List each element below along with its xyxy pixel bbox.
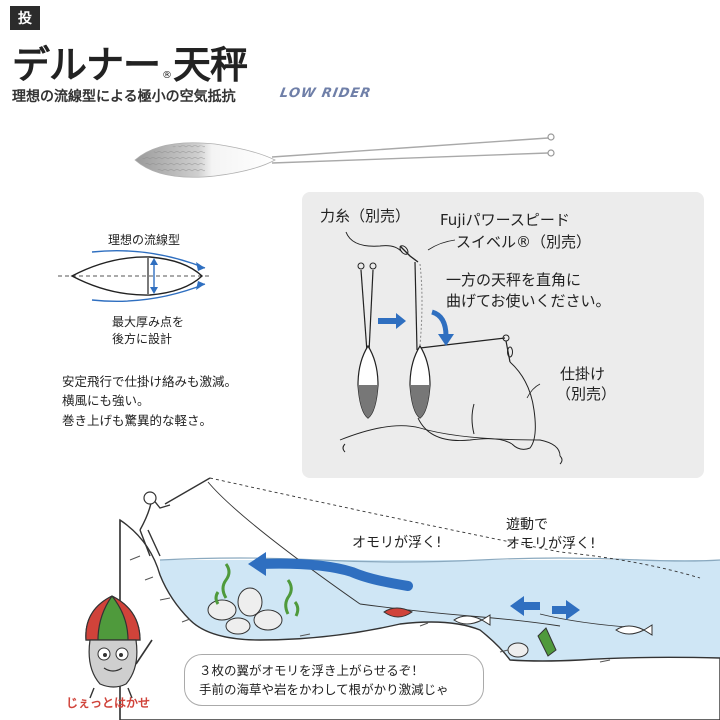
swivel-label-2: スイベル®（別売） [456, 233, 592, 251]
bubble-line-2: 手前の海草や岩をかわして根がかり激減じゃ [199, 682, 449, 698]
swivel-label-1: Fujiパワースピード [440, 211, 570, 229]
float-label: オモリが浮く! [352, 535, 442, 551]
character-name: じぇっとはかせ [66, 696, 151, 710]
instruction-label-2: 曲げてお使いください。 [446, 292, 611, 310]
rikiito-label: 力糸（別売） [320, 207, 411, 225]
product-title: デルナー®天秤 [12, 34, 248, 89]
registered-mark: ® [162, 70, 172, 81]
jet-hakase-character [85, 595, 153, 699]
desc-line-3: 巻き上げも驚異的な軽さ。 [62, 412, 213, 428]
thickness-label-1: 最大厚み点を [112, 315, 185, 329]
product-sinker-image [134, 133, 555, 178]
title-sub: 天秤 [173, 43, 248, 87]
product-subtitle: 理想の流線型による極小の空気抵抗 [12, 89, 236, 105]
desc-line-2: 横風にも強い。 [62, 393, 150, 409]
streamline-label: 理想の流線型 [108, 233, 181, 247]
rig-illustration [339, 231, 563, 465]
instruction-label-1: 一方の天秤を直角に [446, 271, 582, 289]
drift-label-2: オモリが浮く! [506, 536, 596, 552]
title-main: デルナー [12, 43, 161, 87]
streamline-diagram [58, 250, 212, 302]
speech-bubble: ３枚の翼がオモリを浮き上がらせるぞ！ 手前の海草や岩をかわして根がかり激減じゃ [184, 654, 484, 706]
bubble-line-1: ３枚の翼がオモリを浮き上がらせるぞ！ [199, 663, 424, 678]
desc-line-1: 安定飛行で仕掛け絡みも激減。 [62, 374, 238, 389]
feature-description: 安定飛行で仕掛け絡みも激減。 横風にも強い。 巻き上げも驚異的な軽さ。 [62, 372, 237, 430]
shikake-label-2: （別売） [556, 385, 617, 403]
drift-label-1: 遊動で [506, 517, 548, 533]
category-badge: 投 [10, 6, 40, 30]
thickness-label-2: 後方に設計 [112, 332, 173, 346]
shikake-label-1: 仕掛け [560, 365, 606, 383]
